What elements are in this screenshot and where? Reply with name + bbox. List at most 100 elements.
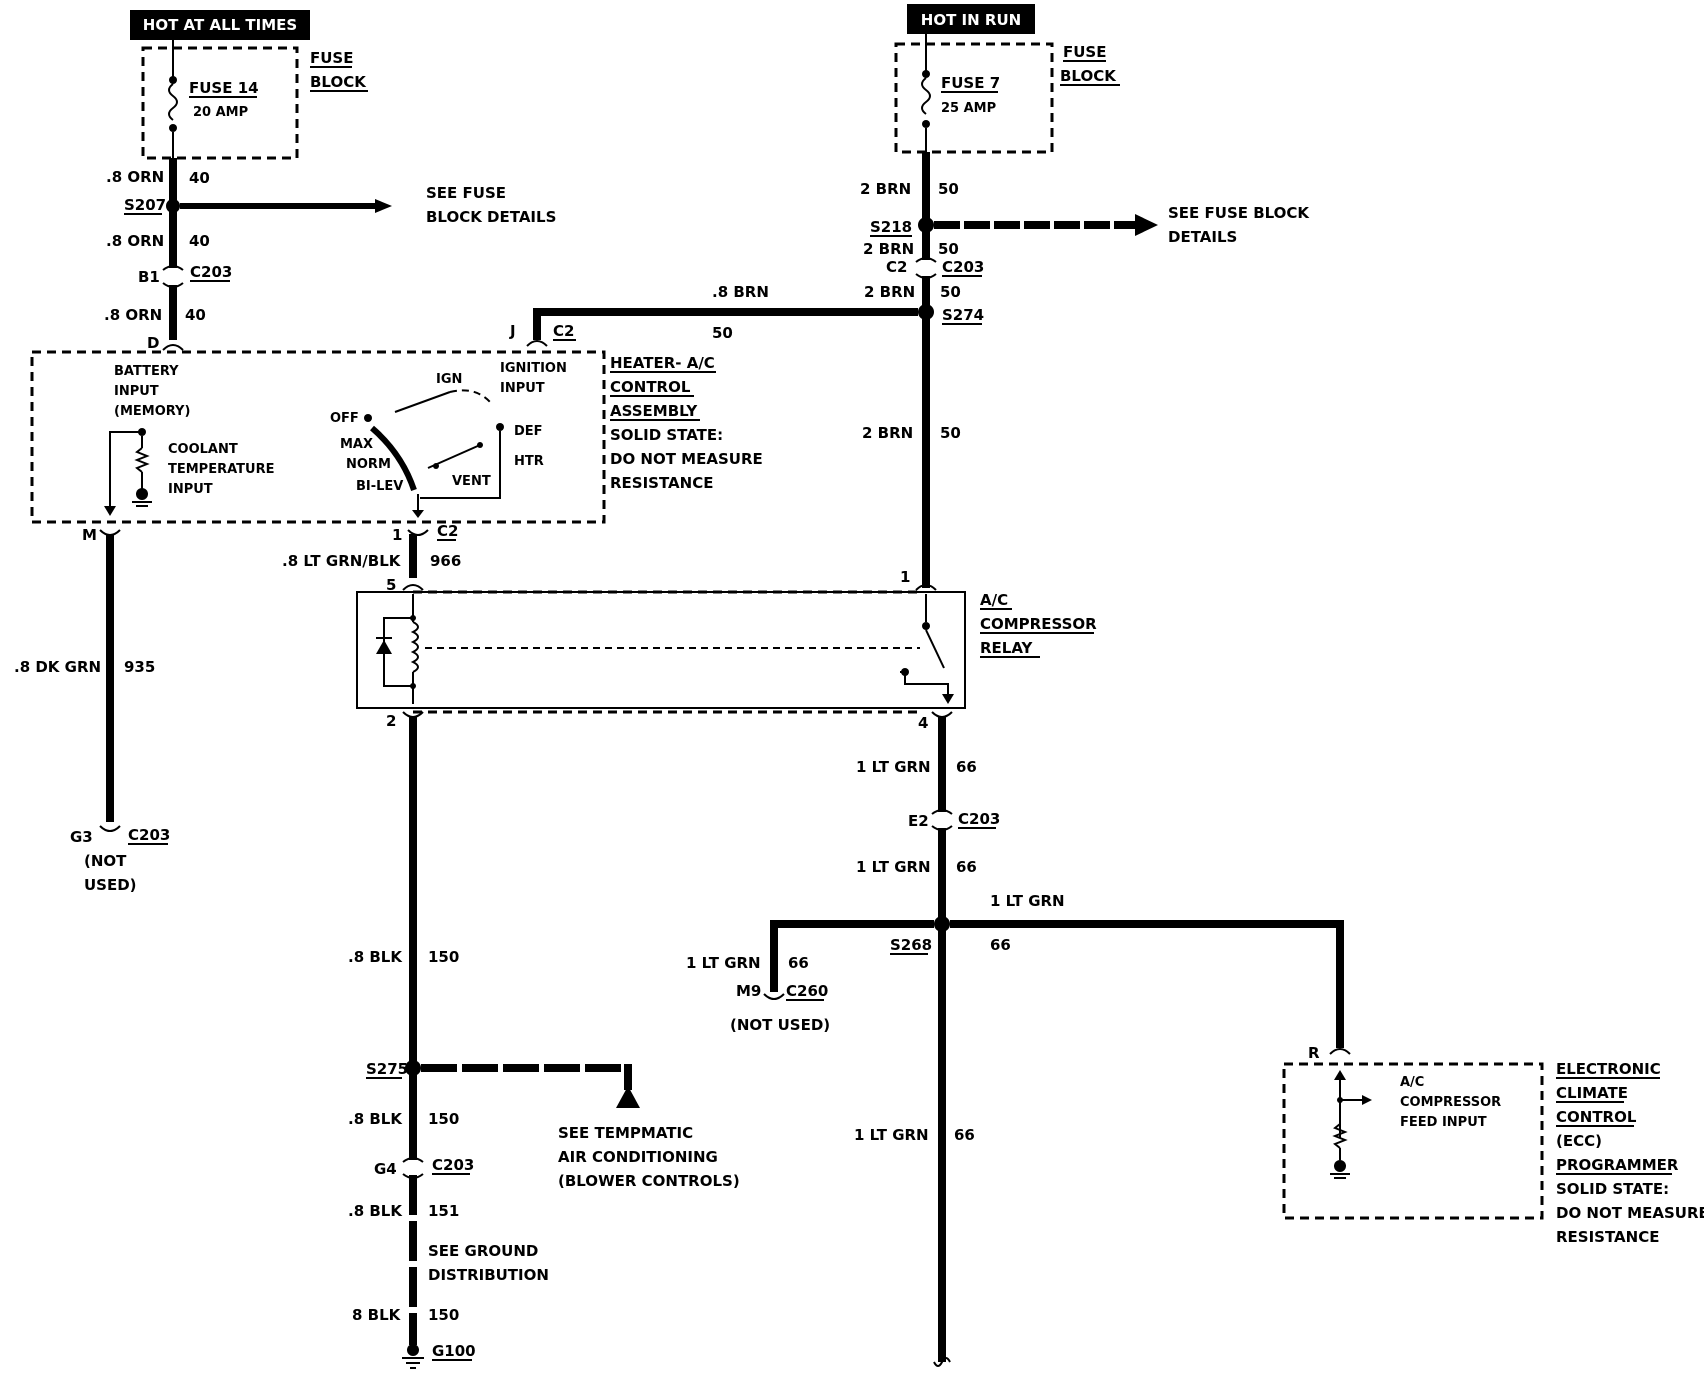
- splice-s268: [934, 916, 950, 932]
- svg-text:D: D: [147, 334, 159, 352]
- relay-coil-icon: [410, 621, 419, 673]
- svg-text:50: 50: [712, 324, 733, 342]
- connector-icon: [162, 265, 184, 271]
- svg-text:C203: C203: [128, 826, 170, 844]
- svg-text:8 BLK: 8 BLK: [352, 1306, 402, 1324]
- svg-text:HOT IN RUN: HOT IN RUN: [921, 11, 1021, 29]
- svg-text:SEE GROUND: SEE GROUND: [428, 1242, 538, 1260]
- svg-text:50: 50: [938, 240, 959, 258]
- svg-text:C2: C2: [553, 322, 574, 340]
- svg-text:50: 50: [938, 180, 959, 198]
- fuse-14-amp: 20 AMP: [193, 105, 248, 120]
- ecc-programmer: A/C COMPRESSOR FEED INPUT ELECTRONIC CLI…: [1282, 1060, 1704, 1246]
- svg-text:2 BRN: 2 BRN: [864, 283, 915, 301]
- svg-text:2: 2: [386, 712, 396, 730]
- svg-text:IGN: IGN: [436, 372, 462, 387]
- svg-text:C203: C203: [942, 258, 984, 276]
- svg-text:INPUT: INPUT: [168, 482, 213, 497]
- svg-text:C2: C2: [886, 258, 907, 276]
- fuse-7-label: FUSE 7: [941, 74, 1000, 92]
- svg-text:SOLID STATE:: SOLID STATE:: [610, 426, 723, 444]
- svg-text:HOT AT ALL TIMES: HOT AT ALL TIMES: [143, 16, 297, 34]
- svg-text:FUSE: FUSE: [1063, 43, 1106, 61]
- svg-text:R: R: [1308, 1044, 1320, 1062]
- svg-text:S207: S207: [124, 196, 166, 214]
- svg-text:66: 66: [990, 936, 1011, 954]
- svg-text:CLIMATE: CLIMATE: [1556, 1084, 1628, 1102]
- arrow-icon: [616, 1086, 640, 1108]
- svg-text:.8 BLK: .8 BLK: [348, 1202, 403, 1220]
- svg-text:66: 66: [788, 954, 809, 972]
- svg-text:BI-LEV: BI-LEV: [356, 479, 403, 494]
- ground-icon: [407, 1344, 419, 1356]
- right-feed-circuit: 2 BRN 50 S218 SEE FUSE BLOCK DETAILS 2 B…: [509, 152, 1310, 588]
- fuse-block-left: FUSE 14 20 AMP FUSE BLOCK: [141, 40, 368, 160]
- svg-text:HEATER- A/C: HEATER- A/C: [610, 354, 715, 372]
- fuse-14-label: FUSE 14: [189, 79, 259, 97]
- svg-text:J: J: [509, 322, 516, 340]
- svg-text:1 LT GRN: 1 LT GRN: [990, 892, 1065, 910]
- svg-text:G4: G4: [374, 1160, 397, 1178]
- svg-text:C203: C203: [190, 263, 232, 281]
- svg-text:DO NOT MEASURE: DO NOT MEASURE: [610, 450, 763, 468]
- svg-text:FUSE: FUSE: [310, 49, 353, 67]
- svg-text:ASSEMBLY: ASSEMBLY: [610, 402, 698, 420]
- svg-text:B1: B1: [138, 268, 160, 286]
- svg-text:50: 50: [940, 424, 961, 442]
- svg-text:.8 ORN: .8 ORN: [106, 168, 164, 186]
- svg-text:66: 66: [956, 758, 977, 776]
- svg-text:BLOCK DETAILS: BLOCK DETAILS: [426, 208, 556, 226]
- svg-text:2 BRN: 2 BRN: [860, 180, 911, 198]
- svg-text:RESISTANCE: RESISTANCE: [610, 474, 713, 492]
- svg-text:50: 50: [940, 283, 961, 301]
- arrow-icon: [1135, 214, 1158, 236]
- svg-text:DETAILS: DETAILS: [1168, 228, 1237, 246]
- svg-text:SEE FUSE: SEE FUSE: [426, 184, 506, 202]
- svg-text:935: 935: [124, 658, 155, 676]
- hot-in-run-label: HOT IN RUN: [907, 4, 1035, 34]
- svg-text:S275: S275: [366, 1060, 408, 1078]
- splice-s275: [405, 1060, 421, 1076]
- blk-150-ground-circuit: .8 BLK 150 S275 SEE TEMPMATIC AIR CONDIT…: [348, 716, 740, 1369]
- svg-text:FEED INPUT: FEED INPUT: [1400, 1115, 1487, 1130]
- splice-s207: [166, 199, 180, 213]
- svg-text:A/C: A/C: [980, 591, 1008, 609]
- svg-text:150: 150: [428, 948, 459, 966]
- svg-text:VENT: VENT: [452, 474, 491, 489]
- ground-icon: [136, 488, 148, 500]
- svg-text:C203: C203: [958, 810, 1000, 828]
- svg-text:DISTRIBUTION: DISTRIBUTION: [428, 1266, 549, 1284]
- hot-at-all-times-label: HOT AT ALL TIMES: [130, 10, 310, 40]
- svg-text:.8 LT GRN/BLK: .8 LT GRN/BLK: [282, 552, 402, 570]
- svg-text:966: 966: [430, 552, 461, 570]
- svg-text:M: M: [82, 526, 97, 544]
- svg-text:TEMPERATURE: TEMPERATURE: [168, 462, 274, 477]
- svg-text:S274: S274: [942, 306, 984, 324]
- svg-text:A/C: A/C: [1400, 1075, 1424, 1090]
- svg-text:C260: C260: [786, 982, 828, 1000]
- svg-text:IGNITION: IGNITION: [500, 361, 567, 376]
- svg-text:151: 151: [428, 1202, 459, 1220]
- svg-text:MAX: MAX: [340, 437, 373, 452]
- svg-text:5: 5: [386, 576, 396, 594]
- svg-text:S268: S268: [890, 936, 932, 954]
- svg-text:150: 150: [428, 1110, 459, 1128]
- svg-text:USED): USED): [84, 876, 137, 894]
- svg-text:(ECC): (ECC): [1556, 1132, 1602, 1150]
- diode-icon: [376, 640, 392, 654]
- svg-text:DO NOT MEASURE: DO NOT MEASURE: [1556, 1204, 1704, 1222]
- svg-text:40: 40: [185, 306, 206, 324]
- left-feed-circuit: .8 ORN 40 S207 SEE FUSE BLOCK DETAILS .8…: [104, 158, 556, 352]
- svg-text:.8 BLK: .8 BLK: [348, 948, 403, 966]
- svg-text:2 BRN: 2 BRN: [862, 424, 913, 442]
- svg-text:S218: S218: [870, 218, 912, 236]
- arrow-icon: [375, 199, 392, 213]
- ground-icon: [1334, 1160, 1346, 1172]
- svg-text:RESISTANCE: RESISTANCE: [1556, 1228, 1659, 1246]
- svg-text:C203: C203: [432, 1156, 474, 1174]
- svg-text:HTR: HTR: [514, 454, 544, 469]
- wire-break-icon: [933, 1357, 951, 1367]
- svg-text:DEF: DEF: [514, 424, 543, 439]
- relay-contact-icon: [925, 629, 945, 669]
